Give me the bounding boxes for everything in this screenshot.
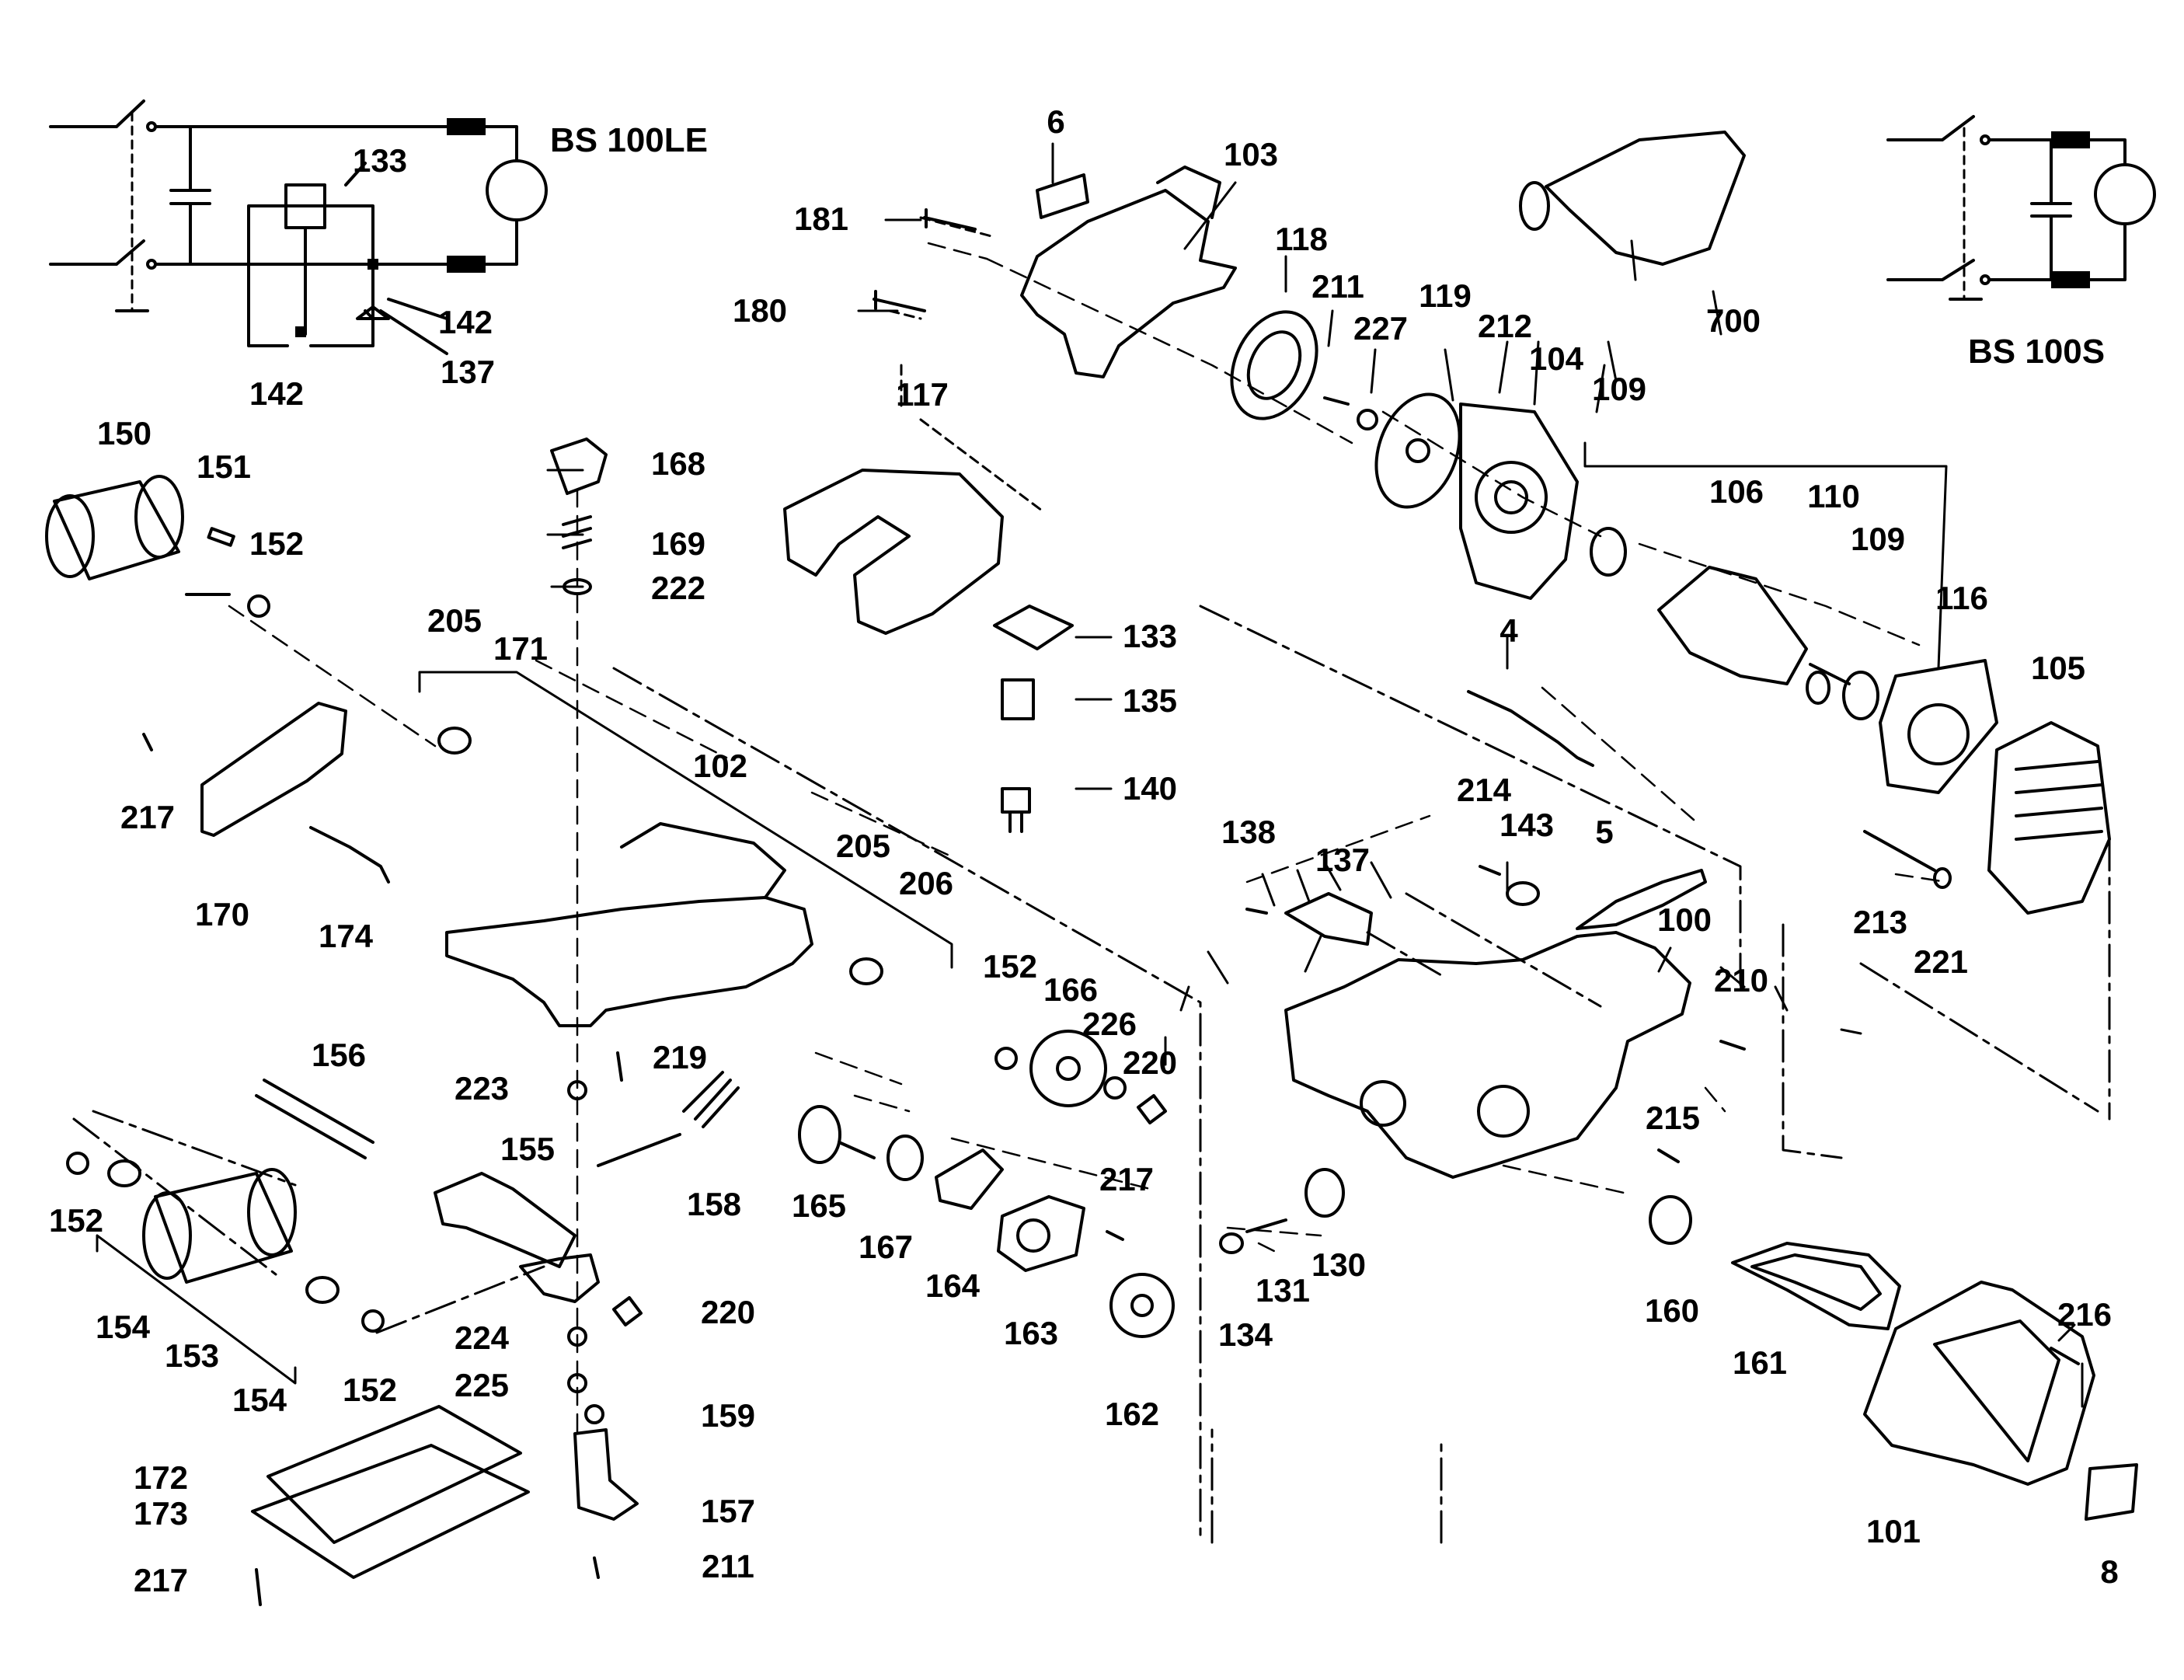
callout-168: 168 [650,445,706,482]
callout-154-b: 154 [232,1382,287,1418]
callout-163: 163 [1003,1315,1059,1351]
callout-205-b: 205 [835,828,891,864]
callout-217-b: 217 [1099,1161,1155,1197]
callout-215: 215 [1645,1100,1701,1136]
callout-206: 206 [898,865,954,901]
callout-155: 155 [500,1131,556,1167]
callout-217-c: 217 [133,1562,189,1598]
callout-173: 173 [133,1495,189,1532]
callout-211: 211 [1311,268,1364,305]
callout-214: 214 [1456,772,1512,808]
callout-150: 150 [96,415,152,451]
callout-169: 169 [650,525,706,562]
callout-137-circuit: 137 [440,354,496,390]
callout-700: 700 [1705,302,1761,339]
callout-105: 105 [2030,650,2086,686]
callout-154: 154 [95,1309,151,1345]
callout-4: 4 [1500,612,1518,649]
callout-116: 116 [1935,580,1988,616]
circuit-bs100s [1886,115,2156,301]
callout-138: 138 [1221,814,1277,850]
callout-213: 213 [1852,904,1908,940]
callout-164: 164 [925,1267,981,1304]
callout-109-b: 109 [1850,521,1906,557]
callout-220: 220 [1122,1044,1178,1081]
callout-161: 161 [1732,1344,1788,1381]
callout-143: 143 [1499,807,1555,843]
callout-131: 131 [1255,1272,1311,1309]
callout-142-circuit-right: 142 [437,304,493,340]
callout-165: 165 [791,1187,847,1224]
callout-181: 181 [793,200,849,237]
callout-162: 162 [1104,1396,1160,1432]
callout-216: 216 [2057,1296,2113,1333]
callout-103: 103 [1223,136,1279,173]
group-brackets [96,441,1948,1385]
callout-106: 106 [1709,473,1764,510]
callout-101: 101 [1865,1513,1921,1549]
callout-133-circuit: 133 [352,142,408,179]
callout-224: 224 [454,1319,510,1356]
callout-117: 117 [896,376,949,413]
callout-205: 205 [427,602,482,639]
callout-135: 135 [1122,682,1178,719]
callout-119: 119 [1419,277,1472,314]
axis-lines [228,242,1948,1439]
part-drawings [45,131,2138,1606]
callout-220-b: 220 [700,1294,756,1330]
callout-152: 152 [249,525,305,562]
callout-158: 158 [686,1186,742,1222]
callout-225: 225 [454,1367,510,1403]
callout-142-circuit-bottom: 142 [249,375,305,412]
callout-151: 151 [196,448,252,485]
callout-210: 210 [1713,962,1769,999]
callout-223: 223 [454,1070,510,1107]
callout-8: 8 [2100,1553,2119,1590]
callout-157: 157 [700,1493,756,1529]
callout-133: 133 [1122,618,1178,654]
callout-134: 134 [1217,1316,1273,1353]
callout-137: 137 [1315,842,1371,878]
callout-174: 174 [318,918,374,954]
callout-212: 212 [1477,308,1533,344]
callout-227: 227 [1353,310,1409,347]
callout-170: 170 [194,896,250,932]
callout-160: 160 [1644,1292,1700,1329]
callout-159: 159 [700,1397,756,1434]
callout-172: 172 [133,1459,189,1496]
callout-152-c: 152 [48,1202,104,1239]
circuit-bs100le [49,99,548,355]
callout-6: 6 [1047,103,1065,140]
callout-166: 166 [1043,971,1099,1008]
model-label-bs100le: BS 100LE [550,121,708,159]
callout-156: 156 [311,1037,367,1073]
callout-180: 180 [732,292,788,329]
callout-152-d: 152 [342,1372,398,1408]
callout-211-b: 211 [702,1548,754,1584]
callout-130: 130 [1311,1246,1367,1283]
callout-102: 102 [692,748,748,784]
callout-5: 5 [1595,814,1614,850]
callout-171: 171 [493,630,549,667]
callout-226: 226 [1082,1006,1137,1042]
callout-217: 217 [120,799,176,835]
callout-152-b: 152 [982,948,1038,985]
callout-167: 167 [858,1229,914,1265]
callout-109: 109 [1591,371,1647,407]
callout-140: 140 [1122,770,1178,807]
callout-153: 153 [164,1337,220,1374]
callout-100: 100 [1656,901,1712,938]
callout-104: 104 [1528,340,1584,377]
callout-222: 222 [650,570,706,606]
callout-110: 110 [1807,478,1860,514]
callout-221: 221 [1913,943,1969,980]
model-label-bs100s: BS 100S [1968,333,2106,371]
callout-219: 219 [652,1039,708,1075]
callout-118: 118 [1275,221,1328,257]
